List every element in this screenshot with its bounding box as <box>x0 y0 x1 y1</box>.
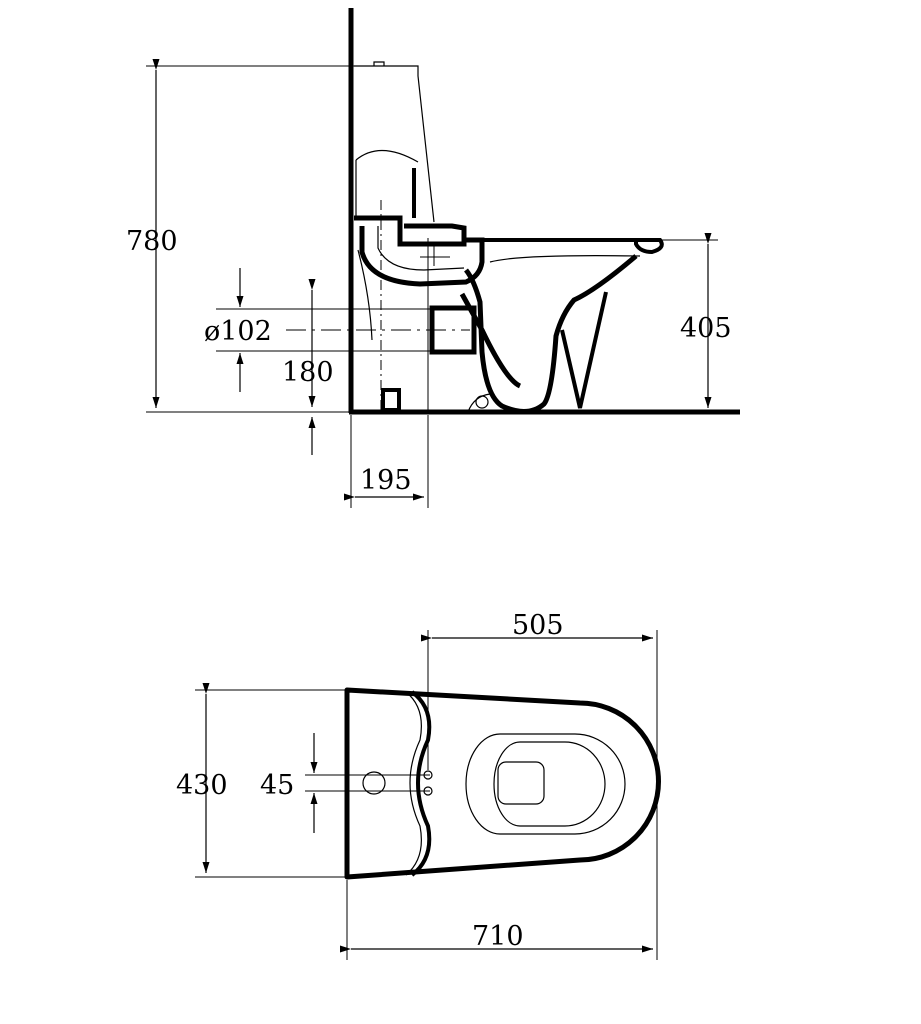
dimension-label-405: 405 <box>680 313 732 344</box>
dimension-180: 180 <box>282 279 334 455</box>
top-view: 505 430 45 710 <box>176 610 661 960</box>
side-extension-lines <box>146 65 718 508</box>
toilet-top-outline <box>344 687 661 880</box>
dimension-label-505: 505 <box>512 610 564 641</box>
dimension-405: 405 <box>680 233 732 408</box>
dimension-430: 430 <box>176 683 228 873</box>
dimension-label-710: 710 <box>472 921 524 952</box>
dimension-710: 710 <box>340 921 653 953</box>
dimension-780: 780 <box>126 59 178 408</box>
dimension-45: 45 <box>260 733 318 833</box>
dimension-505: 505 <box>421 610 653 642</box>
toilet-side-profile <box>354 61 664 414</box>
side-view: 780 405 ø102 180 195 <box>126 8 740 508</box>
dimension-label-195: 195 <box>360 465 412 496</box>
dimension-label-180: 180 <box>282 357 334 388</box>
dimension-label-780: 780 <box>126 226 178 257</box>
side-center-lines <box>380 200 450 412</box>
dimension-label-pipe-diameter: ø102 <box>204 316 272 347</box>
dimension-pipe-diameter: ø102 <box>204 268 272 392</box>
dimension-label-45: 45 <box>260 770 294 801</box>
top-extension-lines <box>195 630 658 960</box>
dimension-label-430: 430 <box>176 770 228 801</box>
dimension-195: 195 <box>344 465 424 501</box>
